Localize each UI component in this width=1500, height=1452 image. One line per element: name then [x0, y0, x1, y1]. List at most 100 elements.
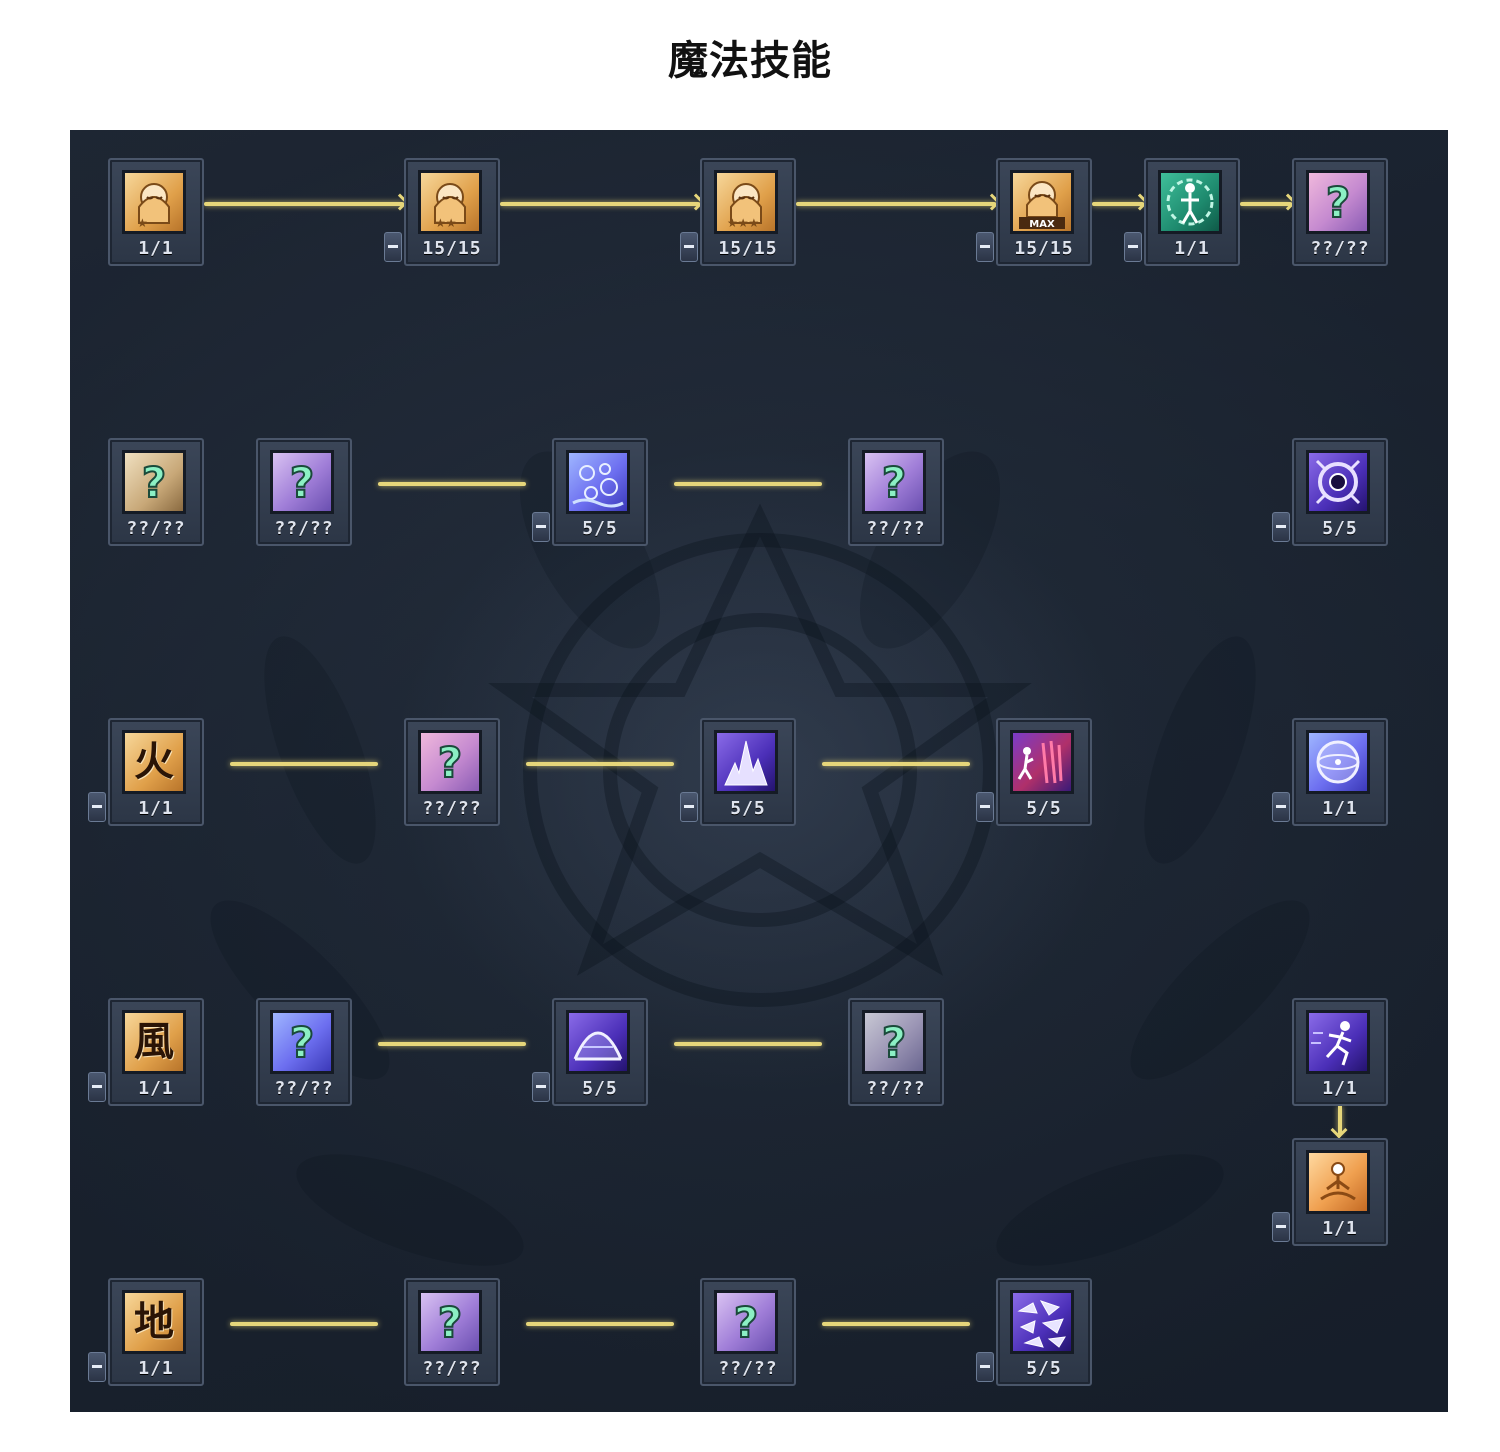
unknown-skill-icon: ? — [862, 1010, 926, 1074]
decrease-level-button[interactable] — [1272, 512, 1290, 542]
wind-kanji: 風 — [134, 1018, 174, 1065]
skill-level: ??/?? — [126, 518, 186, 539]
skill-slot[interactable]: ? ??/?? — [108, 438, 204, 546]
skill-tree-panel: ★ 1/1 ★★ 15/15 ★★★ 15/15 MAX 15/15 1/1 — [70, 130, 1448, 1412]
decrease-level-button[interactable] — [680, 792, 698, 822]
earth-kanji-icon: 地 — [122, 1290, 186, 1354]
connector-line — [378, 1042, 526, 1046]
skill-slot[interactable]: 5/5 — [1272, 438, 1388, 546]
decrease-level-button[interactable] — [680, 232, 698, 262]
svg-text:?: ? — [882, 458, 906, 507]
dome-barrier-icon — [566, 1010, 630, 1074]
orb-shield-icon — [1306, 730, 1370, 794]
skill-level: 5/5 — [1026, 798, 1062, 819]
connector-line — [378, 482, 526, 486]
svg-text:?: ? — [438, 738, 462, 787]
decrease-level-button[interactable] — [88, 1352, 106, 1382]
skill-level: ??/?? — [718, 1358, 778, 1379]
svg-text:?: ? — [1326, 178, 1350, 227]
decrease-level-button[interactable] — [384, 232, 402, 262]
skill-slot[interactable]: ? ??/?? — [404, 718, 500, 826]
svg-text:?: ? — [734, 1298, 758, 1347]
connector-line — [526, 1322, 674, 1326]
skill-level: 15/15 — [422, 238, 482, 259]
skill-slot[interactable]: 5/5 — [532, 998, 648, 1106]
skill-slot[interactable]: ★ 1/1 — [108, 158, 204, 266]
decrease-level-button[interactable] — [88, 792, 106, 822]
svg-text:?: ? — [438, 1298, 462, 1347]
decrease-level-button[interactable] — [976, 792, 994, 822]
unknown-skill-icon: ? — [270, 1010, 334, 1074]
face-stars-icon: ★ — [122, 170, 186, 234]
skill-level: ??/?? — [274, 518, 334, 539]
connector-arrow-down — [1338, 1106, 1342, 1134]
svg-text:?: ? — [290, 458, 314, 507]
skill-level: 5/5 — [1322, 518, 1358, 539]
decrease-level-button[interactable] — [88, 1072, 106, 1102]
fire-kanji-icon: 火 — [122, 730, 186, 794]
skill-level: ??/?? — [422, 1358, 482, 1379]
decrease-level-button[interactable] — [1272, 792, 1290, 822]
svg-text:★★: ★★ — [435, 216, 457, 230]
skill-slot[interactable]: 1/1 — [1292, 998, 1388, 1106]
connector-line — [230, 762, 378, 766]
skill-slot[interactable]: 1/1 — [1272, 1138, 1388, 1246]
decrease-level-button[interactable] — [976, 1352, 994, 1382]
skill-slot[interactable]: 5/5 — [976, 1278, 1092, 1386]
skill-slot[interactable]: 5/5 — [680, 718, 796, 826]
decrease-level-button[interactable] — [976, 232, 994, 262]
earth-kanji: 地 — [134, 1298, 174, 1345]
connector-arrow — [204, 202, 404, 206]
unknown-skill-icon: ? — [714, 1290, 778, 1354]
vortex-eye-icon — [1306, 450, 1370, 514]
skill-level: 1/1 — [1174, 238, 1210, 259]
connector-arrow — [1092, 202, 1144, 206]
skill-level: ??/?? — [274, 1078, 334, 1099]
unknown-skill-icon: ? — [418, 1290, 482, 1354]
skill-level: 1/1 — [1322, 1218, 1358, 1239]
skill-level: 5/5 — [730, 798, 766, 819]
skill-slot[interactable]: 1/1 — [1124, 158, 1240, 266]
bubbles-icon — [566, 450, 630, 514]
skill-slot[interactable]: 1/1 — [1272, 718, 1388, 826]
face-stars-icon: ★★★ — [714, 170, 778, 234]
decrease-level-button[interactable] — [1124, 232, 1142, 262]
skill-slot[interactable]: ★★ 15/15 — [384, 158, 500, 266]
skill-slot[interactable]: ? ??/?? — [700, 1278, 796, 1386]
figure-aura-icon — [1158, 170, 1222, 234]
skill-level: 1/1 — [138, 1358, 174, 1379]
svg-text:★: ★ — [137, 216, 148, 230]
decrease-level-button[interactable] — [532, 512, 550, 542]
skill-slot[interactable]: ? ??/?? — [848, 438, 944, 546]
skill-slot[interactable]: 火 1/1 — [88, 718, 204, 826]
page-title: 魔法技能 — [668, 38, 832, 84]
skill-level: 5/5 — [1026, 1358, 1062, 1379]
skill-slot[interactable]: ? ??/?? — [256, 998, 352, 1106]
skill-slot[interactable]: 5/5 — [532, 438, 648, 546]
meditation-icon — [1306, 1150, 1370, 1214]
decrease-level-button[interactable] — [532, 1072, 550, 1102]
skill-slot[interactable]: ? ??/?? — [848, 998, 944, 1106]
svg-text:?: ? — [882, 1018, 906, 1067]
decrease-level-button[interactable] — [1272, 1212, 1290, 1242]
skill-slot[interactable]: ★★★ 15/15 — [680, 158, 796, 266]
skill-level: ??/?? — [866, 1078, 926, 1099]
skill-slot[interactable]: 5/5 — [976, 718, 1092, 826]
skill-slot[interactable]: MAX 15/15 — [976, 158, 1092, 266]
connector-line — [230, 1322, 378, 1326]
skill-slot[interactable]: ? ??/?? — [256, 438, 352, 546]
face-stars-icon: ★★ — [418, 170, 482, 234]
connector-line — [526, 762, 674, 766]
skill-slot[interactable]: ? ??/?? — [1292, 158, 1388, 266]
dash-strike-icon — [1010, 730, 1074, 794]
running-figure-icon — [1306, 1010, 1370, 1074]
skill-slot[interactable]: ? ??/?? — [404, 1278, 500, 1386]
skill-level: 5/5 — [582, 518, 618, 539]
connector-line — [674, 482, 822, 486]
max-badge: MAX — [1029, 219, 1055, 230]
rock-shards-icon — [1010, 1290, 1074, 1354]
unknown-skill-icon: ? — [862, 450, 926, 514]
connector-arrow — [796, 202, 996, 206]
skill-slot[interactable]: 地 1/1 — [88, 1278, 204, 1386]
skill-slot[interactable]: 風 1/1 — [88, 998, 204, 1106]
